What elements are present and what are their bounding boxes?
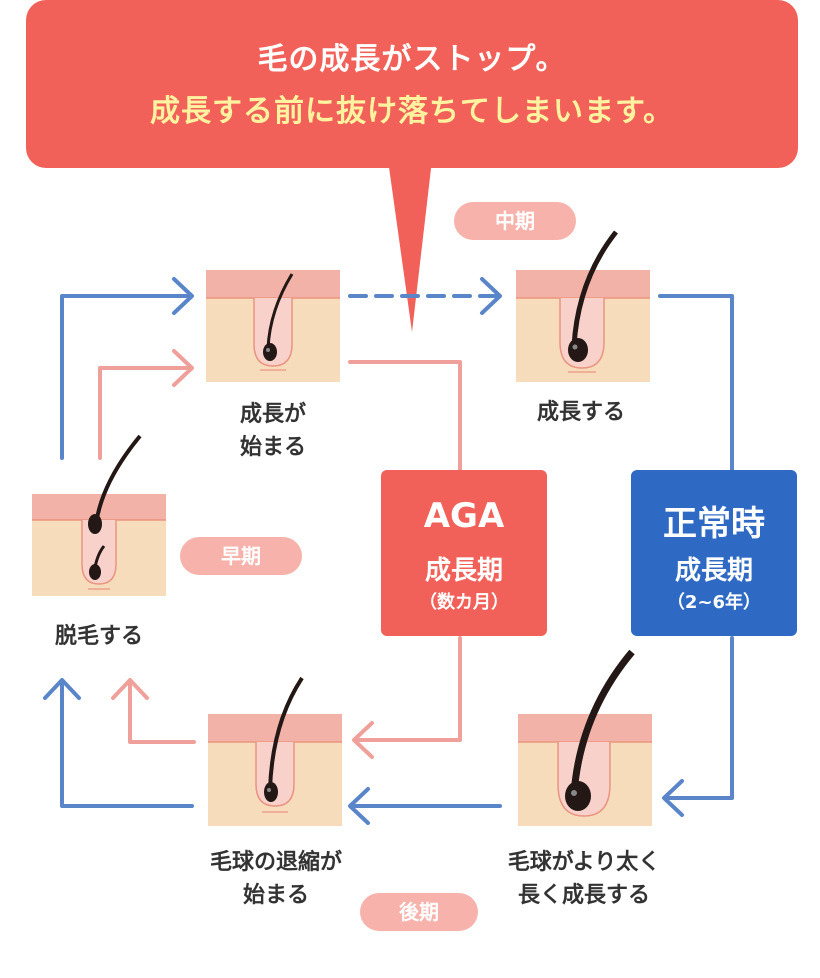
stage-label-growth-start-line1: 成長が — [239, 402, 306, 427]
stage-label-thicker: 毛球がより太く 長く成長する — [474, 846, 694, 912]
pink-arrowhead-2 — [352, 721, 374, 759]
aga-box-subtitle: 成長期 — [424, 556, 503, 586]
blue-arrowhead-4 — [348, 787, 370, 825]
pink-arrow-box-to-shrink — [354, 636, 462, 742]
normal-box-duration: （2~6年） — [666, 592, 762, 613]
normal-box-subtitle: 成長期 — [674, 556, 753, 586]
blue-arrowhead-3 — [662, 779, 684, 817]
skin-card-thicker — [518, 649, 652, 826]
pink-line-start-to-box — [348, 360, 462, 472]
phase-pill-late: 後期 — [360, 893, 478, 931]
stage-label-growth: 成長する — [536, 400, 625, 425]
banner-tail — [388, 160, 432, 332]
skin-card-growth — [516, 230, 650, 382]
skin-card-growth-start — [206, 270, 340, 382]
stage-label-bulb-shrink-line1: 毛球の退縮が — [209, 850, 342, 875]
aga-box-title: AGA — [423, 496, 505, 536]
pink-arrowhead-1 — [172, 349, 194, 387]
aga-growth-phase-box: AGA 成長期 （数カ月） — [381, 470, 547, 636]
stage-label-thicker-line1: 毛球がより太く — [507, 850, 661, 875]
aga-box-duration: （数カ月） — [419, 592, 509, 613]
blue-arrow-box-to-thicker — [664, 636, 734, 800]
blue-arrowhead-5 — [43, 678, 81, 700]
aga-cycle-arrows — [98, 349, 462, 759]
blue-arrow-shrink-to-shed — [60, 680, 194, 808]
skin-card-shedding — [32, 434, 166, 596]
blue-line-growth-to-box — [658, 294, 734, 472]
phase-pill-middle: 中期 — [454, 202, 576, 240]
pink-arrow-shrink-to-shed — [128, 680, 196, 744]
blue-arrowhead-1 — [172, 277, 194, 315]
skin-card-bulb-shrink — [208, 676, 342, 826]
normal-cycle-arrows — [43, 277, 734, 825]
headline-banner: 毛の成長がストップ。 成長する前に抜け落ちてしまいます。 — [26, 0, 798, 168]
normal-box-title: 正常時 — [663, 504, 765, 544]
stage-label-growth-start-line2: 始まる — [239, 435, 306, 460]
blue-arrow-shed-to-start — [60, 294, 192, 460]
blue-arrowhead-2 — [480, 277, 502, 315]
normal-growth-phase-box: 正常時 成長期 （2~6年） — [631, 470, 797, 636]
pink-arrowhead-3 — [111, 678, 149, 700]
phase-pill-early: 早期 — [180, 537, 302, 575]
stage-label-growth-start: 成長が 始まる — [200, 398, 346, 464]
banner-line-2: 成長する前に抜け落ちてしまいます。 — [150, 94, 674, 129]
pink-arrow-shed-to-start — [98, 366, 192, 460]
stage-label-bulb-shrink-line2: 始まる — [242, 883, 309, 908]
stage-label-thicker-line2: 長く成長する — [517, 883, 650, 908]
banner-line-1: 毛の成長がストップ。 — [257, 42, 567, 77]
stage-label-bulb-shrink: 毛球の退縮が 始まる — [176, 846, 376, 912]
stage-label-shedding: 脱毛する — [54, 624, 143, 649]
